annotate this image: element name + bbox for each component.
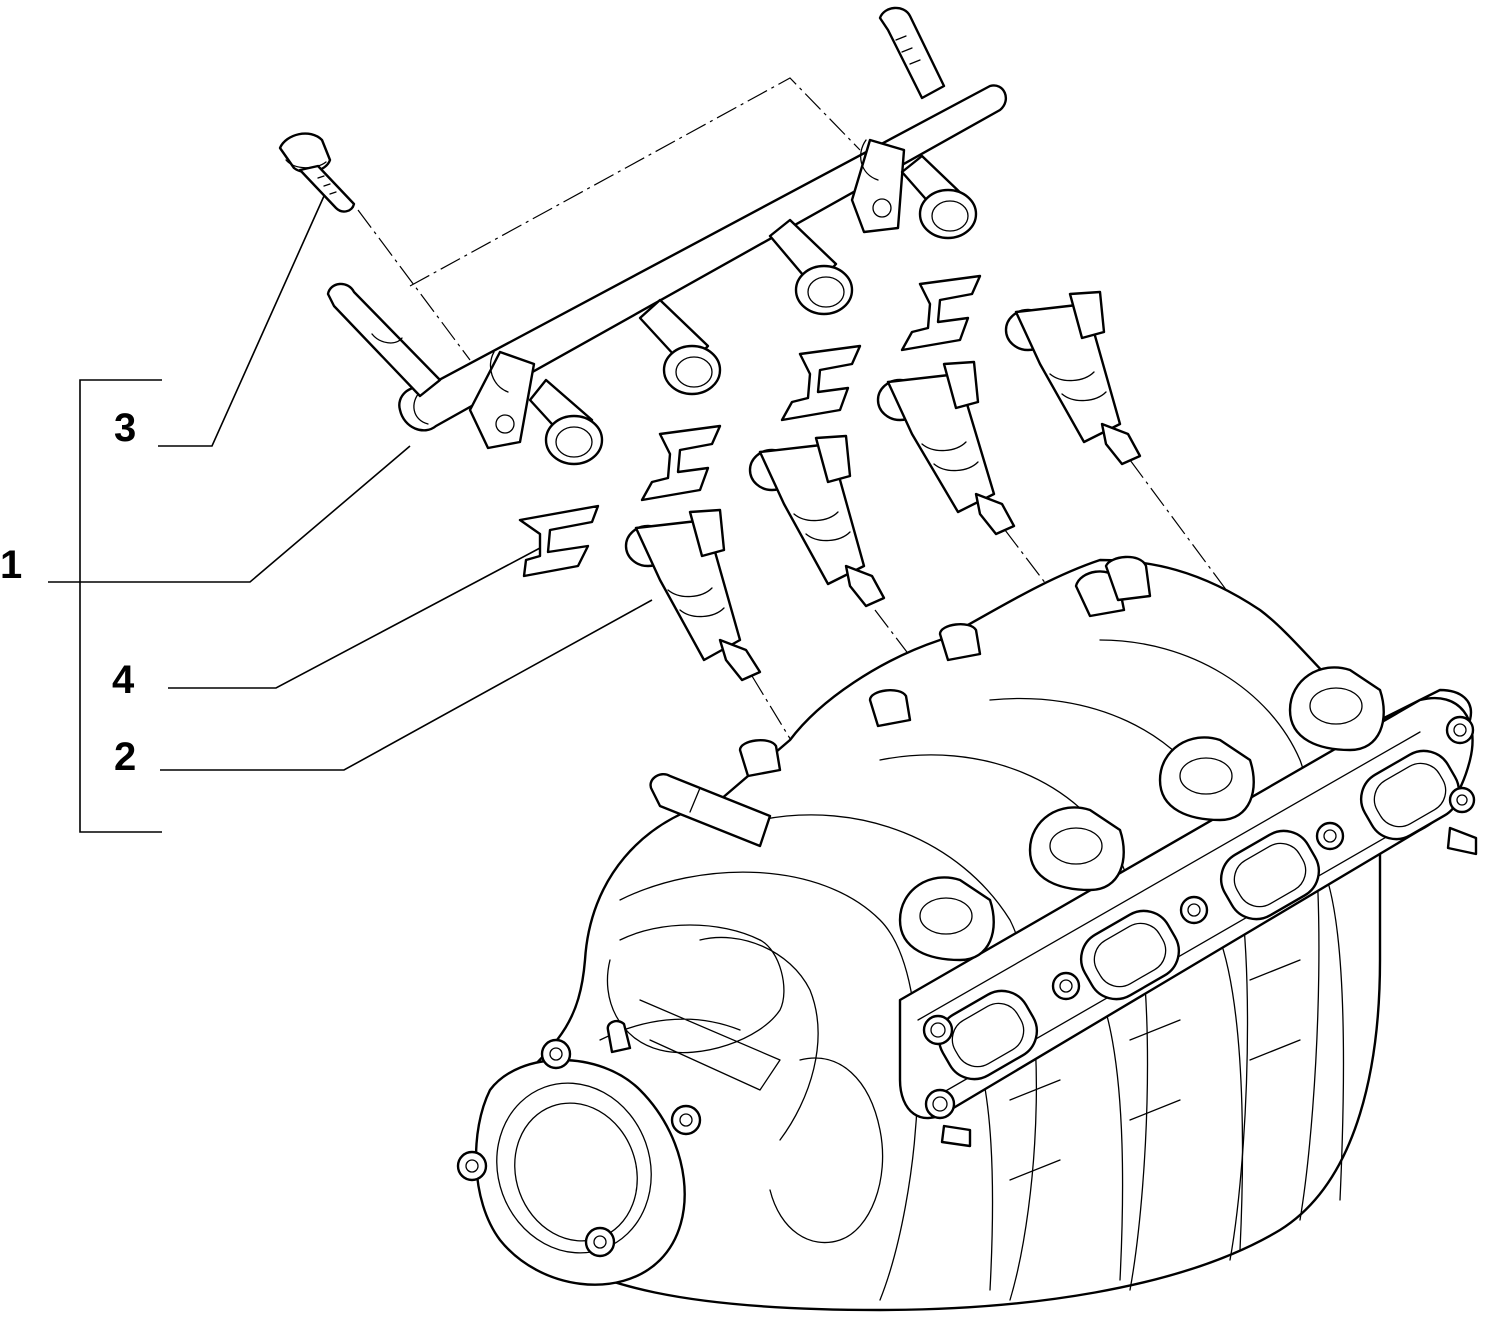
rail-cup bbox=[528, 378, 604, 466]
leader-line-2 bbox=[160, 599, 653, 771]
callout-label-1: 1 bbox=[0, 543, 23, 587]
injector-boss bbox=[898, 876, 995, 962]
injector bbox=[876, 360, 1016, 536]
bracket-line bbox=[79, 379, 162, 833]
leader-line-1 bbox=[80, 445, 411, 583]
injector-boss bbox=[1158, 736, 1255, 822]
clip bbox=[780, 344, 862, 422]
bolt-part-3 bbox=[278, 132, 356, 213]
injector-boss bbox=[1288, 666, 1385, 752]
callout-bracket-group-1 bbox=[48, 379, 162, 833]
injector-part-2 bbox=[624, 508, 762, 682]
throttle-body-flange bbox=[456, 1038, 702, 1286]
injector bbox=[1004, 290, 1142, 466]
rail-cup bbox=[900, 154, 978, 240]
clip bbox=[900, 274, 982, 352]
clip-part-4 bbox=[518, 504, 600, 578]
leader-line-4 bbox=[168, 547, 541, 689]
fuel-rail-part-1 bbox=[326, 6, 1007, 466]
injector-boss bbox=[1028, 806, 1125, 892]
leader-line-3 bbox=[158, 195, 325, 447]
injector bbox=[748, 434, 886, 608]
callout-label-3: 3 bbox=[114, 406, 137, 450]
intake-manifold bbox=[456, 555, 1478, 1312]
rail-cup bbox=[638, 298, 722, 396]
clip bbox=[640, 424, 722, 502]
callout-label-4: 4 bbox=[112, 658, 135, 702]
rail-cup bbox=[768, 218, 854, 316]
callout-label-2: 2 bbox=[114, 735, 137, 779]
